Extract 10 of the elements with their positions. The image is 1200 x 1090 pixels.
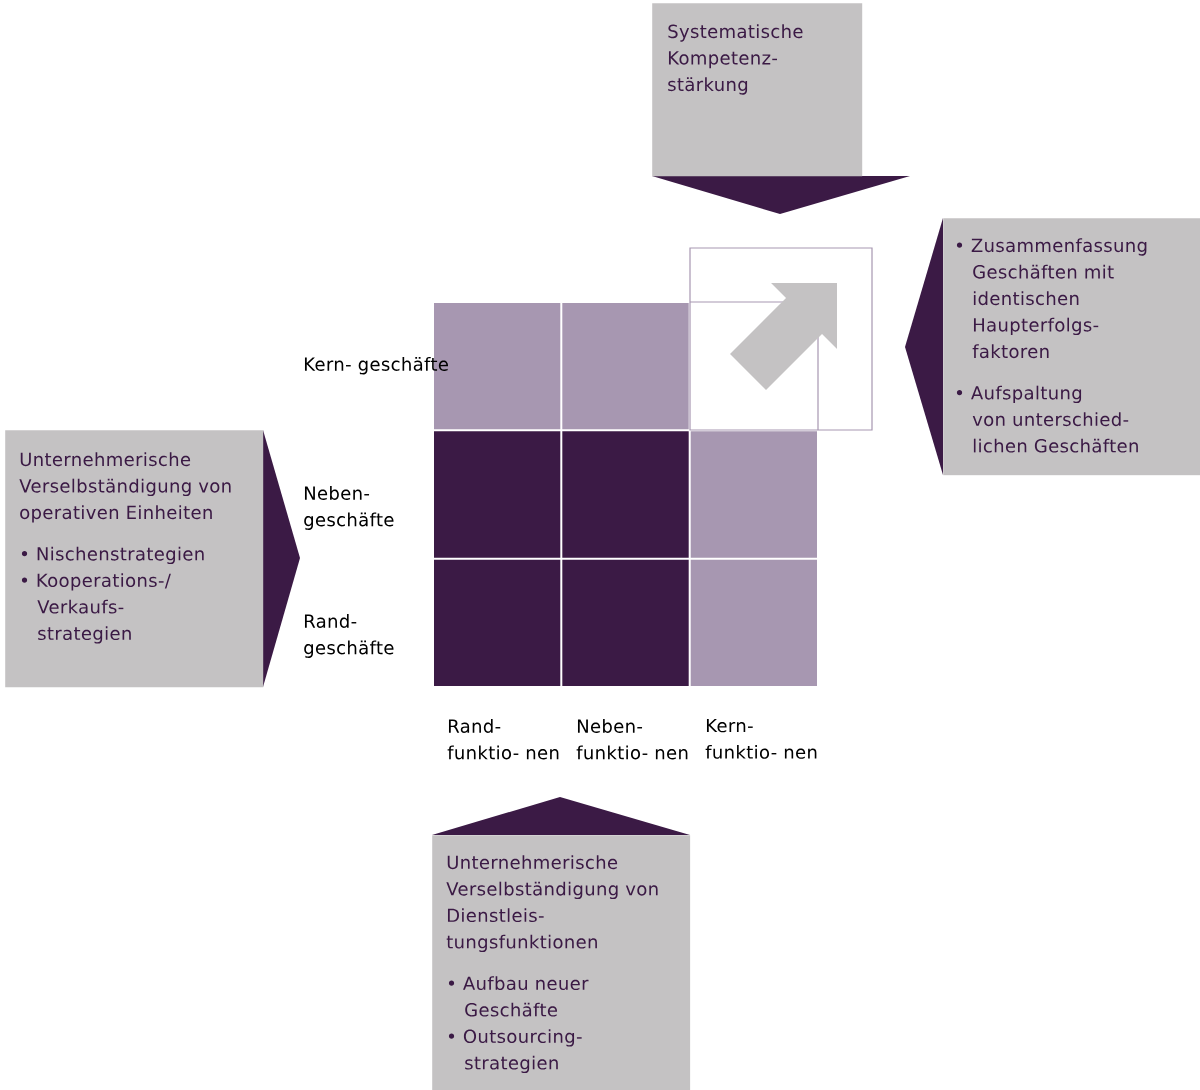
axis-label: Neben- geschäfte: [304, 486, 394, 530]
axis-label: Rand- geschäfte: [304, 614, 394, 658]
text-box: Systematische Kompetenz- stärkung: [652, 3, 910, 214]
axis-label: Neben- funktio- nen: [576, 719, 688, 760]
axis-label: Kern- geschäfte: [305, 357, 448, 375]
text-box: Unternehmerische Verselbständigung von operativen Einheiten • Nischenstrategien • Kooperations-/ Verkaufs- strategien: [5, 430, 300, 688]
axis-label: Rand- funktio- nen: [447, 719, 559, 760]
axis-label: Kern- funktio- nen: [705, 719, 817, 759]
text-box: • Zusammenfassung Geschäften mit identischen Haupterfolgs- faktoren • Aufspaltung von unterschied- lichen Geschäften: [905, 218, 1200, 476]
text-box: Unternehmerische Verselbständigung von Dienstleis- tungsfunktionen • Aufbau neuer Geschäfte • Outsourcing- strategien: [432, 797, 691, 1090]
